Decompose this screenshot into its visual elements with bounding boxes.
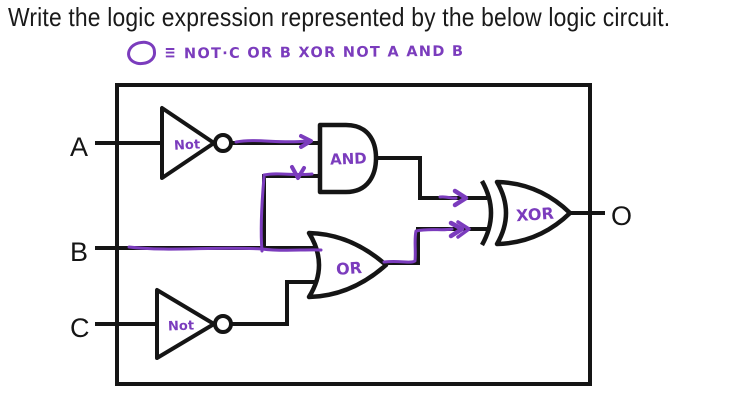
not-gate-c-bubble (213, 314, 233, 334)
not-gate-a-label: Not (174, 137, 201, 153)
wire-and-to-xor (372, 156, 487, 200)
or-gate: OR (306, 230, 389, 300)
xor-gate: XOR (480, 179, 573, 247)
trace-arrow-xor-top (452, 188, 469, 208)
trace-b-branch-up (259, 175, 266, 253)
trace-arrow-xor-bottom-2 (456, 220, 471, 239)
output-label-o: O (611, 201, 632, 231)
trace-to-and-bottom (262, 172, 314, 177)
not-gate-a: Not (160, 106, 233, 180)
and-gate-label: AND (330, 149, 367, 168)
circuit-border-box (115, 83, 592, 386)
xor-gate-extra-arc (480, 179, 494, 247)
purple-signal-traces (127, 134, 471, 264)
trace-arrow-to-and-bottom (290, 165, 306, 180)
and-gate: AND (317, 122, 379, 195)
trace-arrow-xor-bottom-1 (448, 220, 465, 239)
not-gate-a-bubble (213, 133, 233, 153)
trace-nota-output (234, 139, 308, 144)
or-gate-label: OR (335, 258, 362, 279)
trace-and-output (438, 195, 458, 200)
wire-notc-to-or (231, 280, 322, 326)
input-label-c: C (70, 313, 90, 343)
not-gate-a-triangle (160, 106, 216, 180)
equivalence-symbol: ≡ (164, 43, 176, 63)
trace-arrow-to-and-top (299, 134, 313, 149)
input-label-b: B (70, 237, 88, 267)
trace-b-line (127, 245, 323, 252)
or-gate-body (306, 230, 389, 300)
question-title: Write the logic expression represented b… (8, 2, 671, 32)
xor-gate-label: XOR (515, 204, 554, 226)
input-label-a: A (70, 132, 88, 162)
xor-gate-body (494, 179, 573, 247)
and-gate-body (317, 122, 379, 195)
not-gate-c-label: Not (168, 319, 195, 335)
wire-or-to-xor (383, 227, 487, 265)
not-gate-c: Not (155, 288, 233, 360)
not-gate-c-triangle (155, 288, 216, 360)
trace-or-output (382, 227, 454, 264)
handwritten-expression: ≡ NOT·C OR B XOR NOT A AND B (126, 38, 465, 68)
